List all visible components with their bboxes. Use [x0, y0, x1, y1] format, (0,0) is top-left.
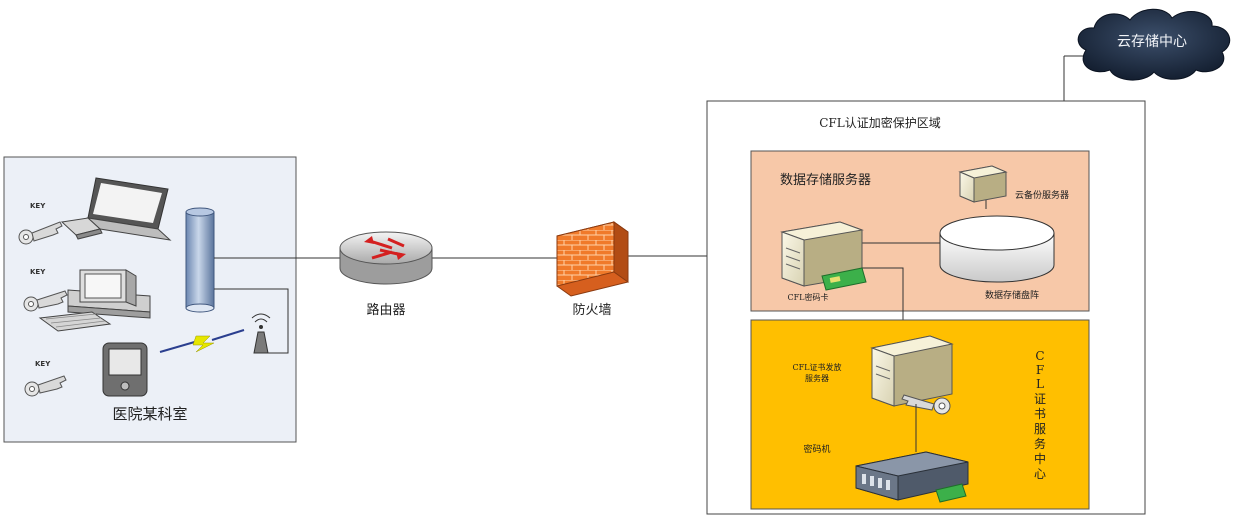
network-switch-icon	[185, 207, 215, 313]
key-icon	[901, 394, 951, 415]
router-icon	[339, 231, 433, 285]
cert-center-title-char: 心	[1034, 467, 1046, 481]
crypto-machine-icon	[855, 451, 969, 503]
key-label: KEY	[30, 202, 46, 210]
protected-zone-title: CFL认证加密保护区域	[819, 115, 940, 130]
cert-center-title-char: 务	[1034, 436, 1046, 451]
firewall-icon	[556, 221, 629, 297]
cloud-label: 云存储中心	[1117, 34, 1187, 50]
cert-server-label-line2: 服务器	[805, 373, 829, 383]
data-storage-server-icon	[780, 221, 864, 287]
hospital-department: KEY KEY KEY	[3, 156, 297, 443]
cert-center-title-char: 书	[1034, 407, 1046, 421]
cert-center-vertical-title: C F L 证 书 服 务 中 心	[1034, 349, 1046, 481]
crypto-card-icon	[821, 267, 867, 291]
crypto-machine-label: 密码机	[803, 443, 830, 455]
firewall-label: 防火墙	[572, 302, 611, 318]
handheld-device-icon	[102, 342, 148, 397]
key-label: KEY	[30, 268, 46, 276]
wireless-signal-icon	[159, 329, 245, 353]
key-icon	[18, 221, 63, 245]
cloud-backup-server-icon	[958, 165, 1008, 203]
laptop-icon	[60, 177, 172, 241]
cert-center-title-char: C	[1035, 349, 1044, 363]
key-label: KEY	[35, 360, 51, 368]
cert-center-title-char: F	[1036, 363, 1044, 377]
desktop-computer-icon	[38, 269, 151, 332]
cert-center-title-char: L	[1036, 377, 1044, 391]
storage-title: 数据存储服务器	[780, 172, 871, 188]
cert-server-label-line1: CFL证书发放	[793, 362, 842, 372]
router-label: 路由器	[366, 302, 405, 318]
disk-array-icon	[939, 215, 1055, 283]
cert-server-icon	[870, 335, 954, 407]
cert-center-title-char: 中	[1034, 451, 1046, 466]
key-icon	[23, 290, 68, 312]
cert-center-title-char: 服	[1034, 422, 1046, 436]
protected-zone: CFL认证加密保护区域 数据存储服务器 CFL密码卡 云备份服务器	[706, 100, 1146, 515]
hospital-title: 医院某科室	[112, 405, 187, 423]
disk-array-label: 数据存储盘阵	[985, 289, 1039, 301]
crypto-card-label: CFL密码卡	[788, 292, 829, 302]
key-icon	[24, 375, 67, 397]
cert-center-title-char: 证	[1034, 392, 1046, 406]
cloud-backup-label: 云备份服务器	[1015, 189, 1069, 201]
wireless-access-point-icon	[251, 313, 271, 354]
cloud-icon	[1077, 8, 1231, 81]
